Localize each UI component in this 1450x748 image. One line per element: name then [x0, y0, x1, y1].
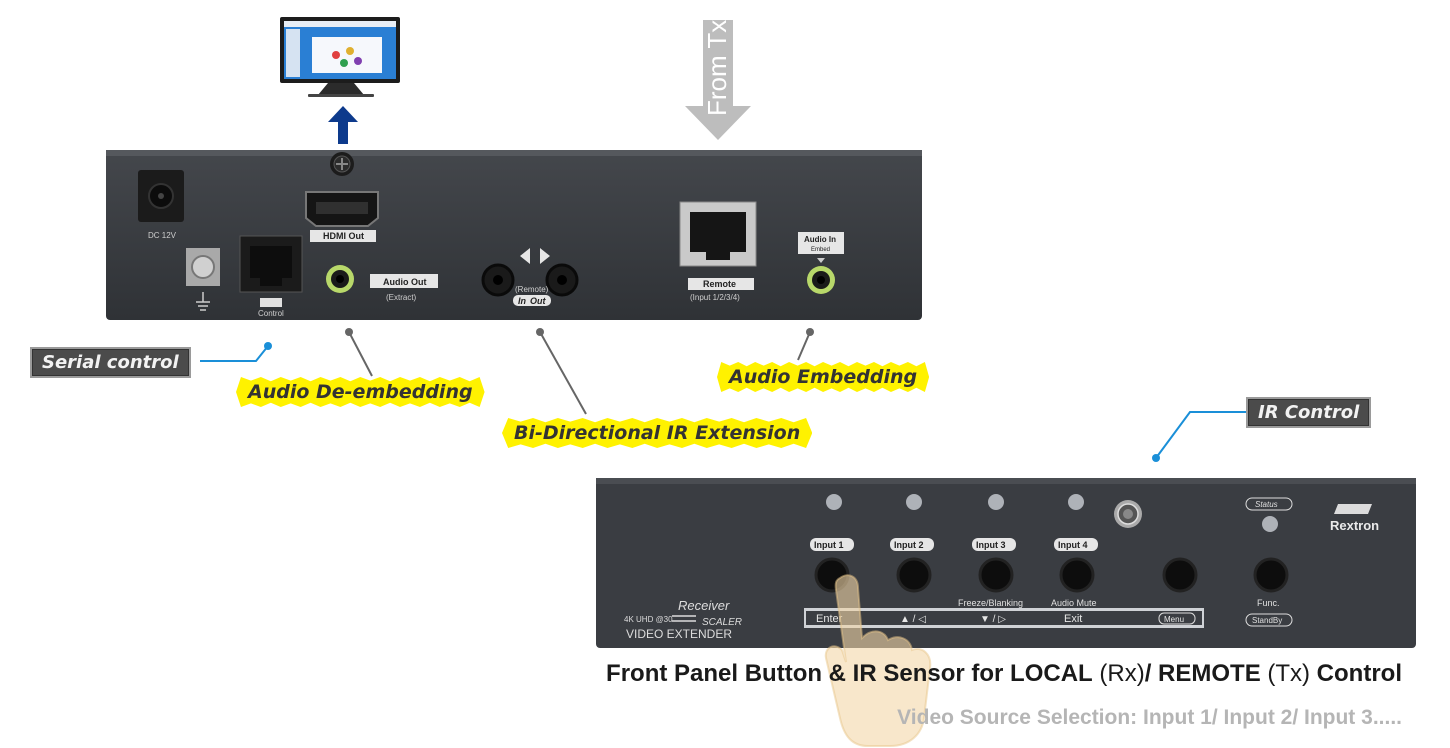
menu-label: Menu	[1164, 615, 1184, 624]
standby-label: StandBy	[1252, 616, 1282, 625]
audio-de-embedding-tag: Audio De-embedding	[236, 377, 485, 407]
left-nav-label: ▲ / ◁	[900, 614, 926, 625]
enter-label: Enter	[816, 613, 843, 625]
control-label: Control	[258, 309, 284, 318]
audio-embedding-tag: Audio Embedding	[717, 362, 930, 392]
remote-label: Remote	[703, 279, 736, 289]
caption-part1: Front Panel Button & IR Sensor for	[606, 660, 1011, 687]
ir-in-label: In	[518, 296, 527, 306]
input-3-label: Input 3	[976, 540, 1006, 550]
receiver-label: Receiver	[678, 598, 730, 613]
caption-control: Control	[1310, 660, 1402, 687]
caption-remote: REMOTE	[1158, 660, 1261, 687]
output-arrow-icon	[328, 106, 358, 144]
hdmi-out-label: HDMI Out	[323, 231, 364, 241]
audio-mute-label: Audio Mute	[1051, 598, 1097, 608]
extract-label: (Extract)	[386, 293, 417, 302]
monitor-illustration	[280, 17, 400, 97]
video-extender-label: VIDEO EXTENDER	[626, 627, 732, 641]
remote-ir-label: (Remote)	[515, 285, 549, 294]
embed-label: Embed	[811, 247, 830, 253]
front-panel: Input 1 Input 2 Input 3 Input 4 Freeze/B…	[596, 478, 1416, 648]
caption-rx: (Rx)	[1092, 660, 1145, 687]
front-panel-caption: Front Panel Button & IR Sensor for LOCAL…	[606, 660, 1402, 688]
video-source-caption: Video Source Selection: Input 1/ Input 2…	[897, 706, 1402, 729]
bi-directional-ir-tag: Bi-Directional IR Extension	[502, 418, 813, 448]
serial-control-tag: Serial control	[30, 347, 191, 378]
input-4-label: Input 4	[1058, 540, 1088, 550]
audio-out-label: Audio Out	[383, 277, 427, 287]
input-2-label: Input 2	[894, 540, 924, 550]
hand-pointer-icon	[824, 574, 932, 747]
right-nav-label: ▼ / ▷	[980, 614, 1006, 625]
resolution-label: 4K UHD @30	[624, 615, 673, 624]
scaler-label: SCALER	[702, 617, 742, 628]
status-label: Status	[1255, 500, 1278, 509]
from-tx-arrow: From Tx	[685, 20, 751, 140]
dc-label: DC 12V	[148, 231, 177, 240]
audio-in-label: Audio In	[804, 235, 836, 244]
func-label: Func.	[1257, 598, 1280, 608]
input-1-label: Input 1	[814, 540, 844, 550]
ir-control-tag: IR Control	[1246, 397, 1372, 428]
caption-sep: /	[1144, 660, 1159, 687]
caption-tx: (Tx)	[1260, 660, 1311, 687]
remote-inputs-label: (Input 1/2/3/4)	[690, 293, 740, 302]
exit-label: Exit	[1064, 613, 1082, 625]
ir-out-label: Out	[530, 296, 546, 306]
freeze-blanking-label: Freeze/Blanking	[958, 598, 1023, 608]
caption-local: LOCAL	[1010, 660, 1093, 687]
rear-panel: DC 12V HDMI Out Control Audio Out (Extra…	[106, 150, 922, 320]
from-tx-label: From Tx	[702, 20, 732, 116]
brand-label: Rextron	[1330, 518, 1379, 533]
